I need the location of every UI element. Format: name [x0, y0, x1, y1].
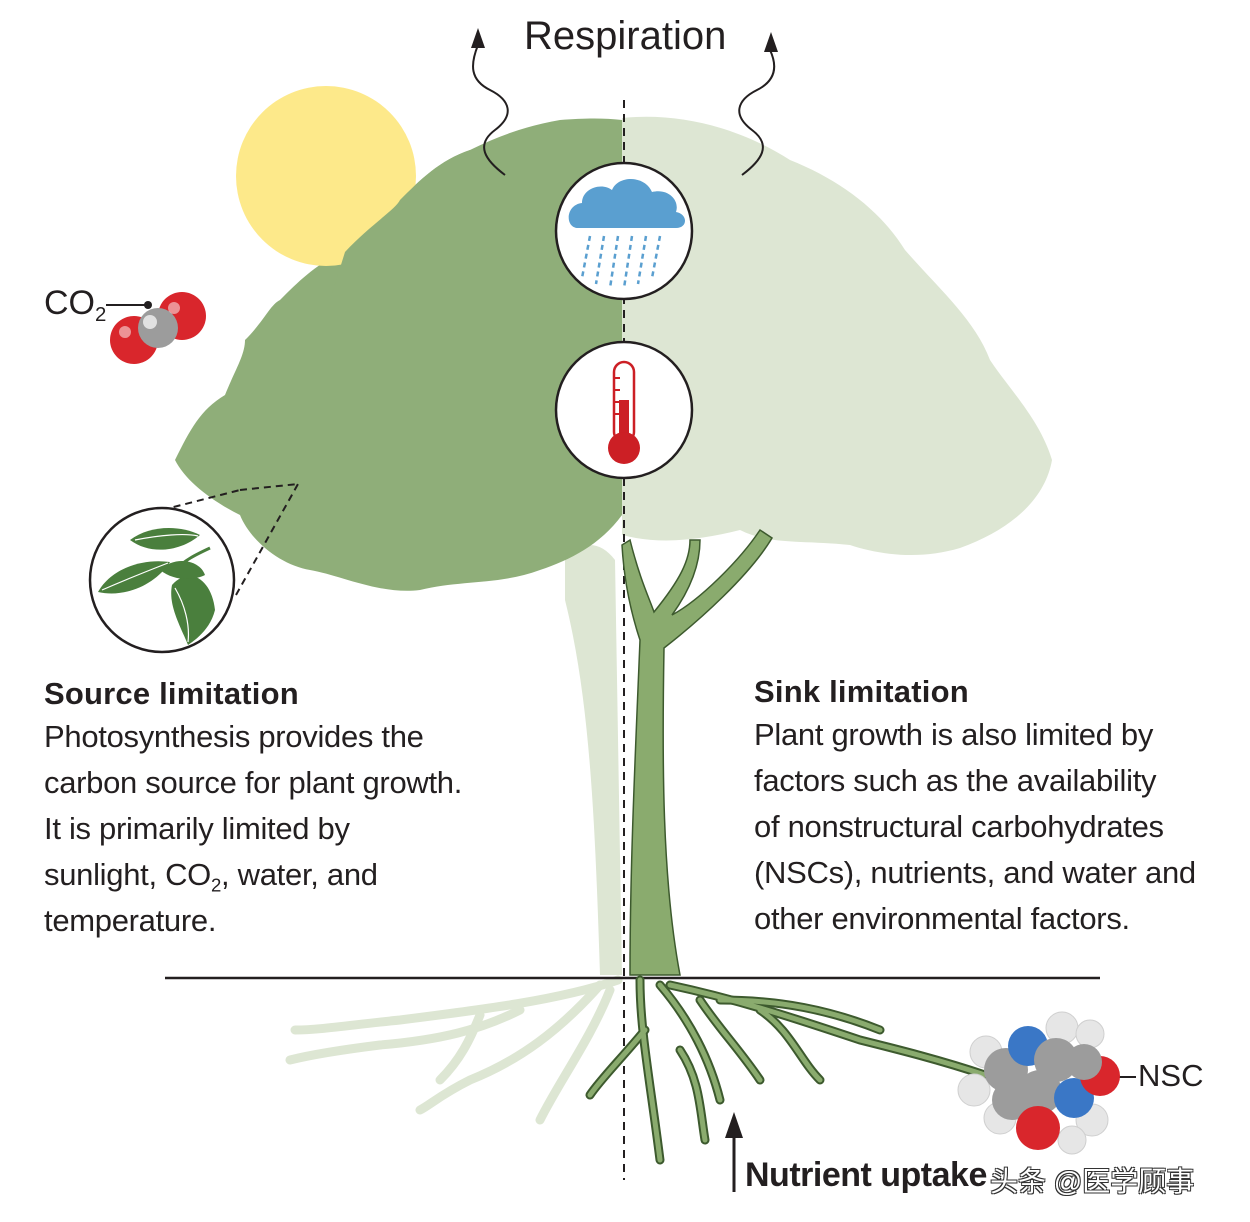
watermark: 头条 @医学顾事 — [990, 1166, 1195, 1197]
nsc-label: NSC — [1138, 1058, 1204, 1093]
source-line-2: carbon source for plant growth. — [44, 765, 463, 800]
respiration-arrow-right — [738, 32, 778, 176]
source-line-5: temperature. — [44, 903, 217, 938]
leaves-icon — [88, 483, 299, 654]
sink-heading: Sink limitation — [754, 674, 969, 709]
nsc-molecule-icon — [957, 1011, 1136, 1155]
sink-line-4: (NSCs), nutrients, and water and — [754, 855, 1196, 890]
source-line-4-subscript: 2 — [210, 874, 222, 896]
source-line-4b: , water, and — [221, 857, 378, 892]
sink-line-2: factors such as the availability — [754, 763, 1157, 798]
canopy-left — [175, 118, 622, 591]
source-limitation-block: Source limitation Photosynthesis provide… — [44, 676, 462, 944]
respiration-label: Respiration — [524, 14, 727, 58]
nutrient-uptake-label: Nutrient uptake — [745, 1156, 987, 1194]
sink-line-3: of nonstructural carbohydrates — [754, 809, 1164, 844]
sink-line-5: other environmental factors. — [754, 901, 1130, 936]
rain-cloud-icon — [554, 161, 694, 301]
trunk-shadow — [565, 545, 622, 975]
source-line-1: Photosynthesis provides the — [44, 719, 424, 754]
co2-label-subscript: 2 — [95, 304, 107, 327]
co2-label: CO2 — [44, 284, 107, 327]
co2-label-prefix: CO — [44, 284, 95, 322]
source-heading: Source limitation — [44, 676, 299, 711]
source-line-4a: sunlight, CO — [44, 857, 211, 892]
co2-molecule-icon — [106, 292, 206, 364]
sun-icon — [236, 86, 416, 266]
sink-line-1: Plant growth is also limited by — [754, 717, 1154, 752]
sink-limitation-block: Sink limitation Plant growth is also lim… — [754, 674, 1196, 942]
thermometer-icon — [554, 340, 694, 480]
nutrient-uptake-arrow — [725, 1112, 743, 1192]
source-line-3: It is primarily limited by — [44, 811, 350, 846]
source-line-4: sunlight, CO2, water, and — [44, 852, 462, 898]
roots-shadow — [285, 975, 623, 1125]
trunk — [621, 528, 774, 976]
canopy-right — [622, 116, 1052, 556]
respiration-arrow-left — [471, 28, 509, 176]
